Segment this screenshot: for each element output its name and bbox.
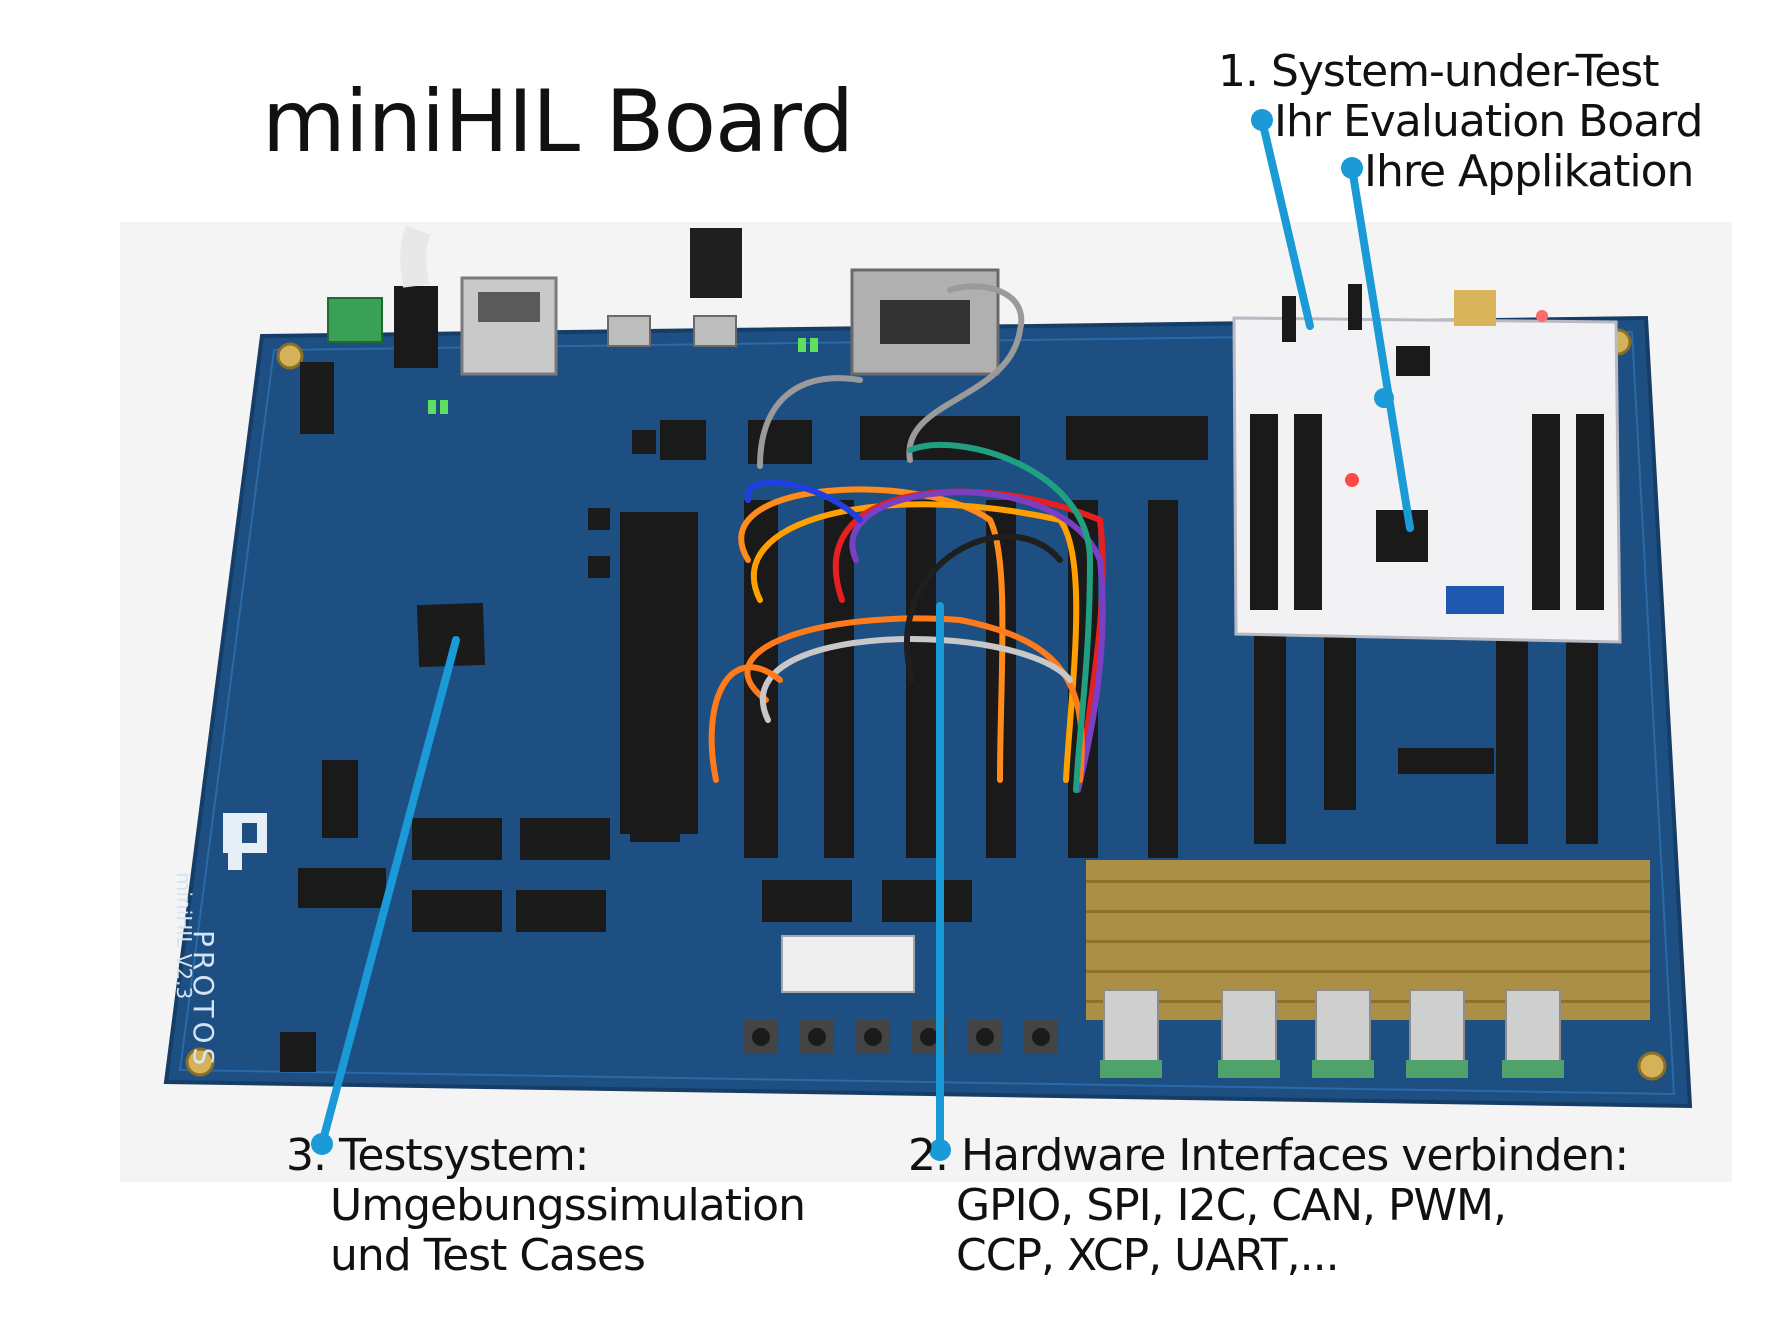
callout-interfaces-line1: 2. Hardware Interfaces verbinden: — [908, 1130, 1629, 1181]
page-title: miniHIL Board — [262, 72, 854, 172]
callout-testsystem-line3: und Test Cases — [330, 1230, 646, 1281]
callout-interfaces-line3: CCP, XCP, UART,... — [956, 1230, 1340, 1281]
callout-interfaces-line2: GPIO, SPI, I2C, CAN, PWM, — [956, 1180, 1507, 1231]
callout-sut-line3: Ihre Applikation — [1364, 146, 1694, 197]
protos-logo — [223, 813, 267, 870]
callout-sut-line2: Ihr Evaluation Board — [1274, 96, 1703, 147]
callout-testsystem-line1: 3. Testsystem: — [286, 1130, 590, 1181]
callout-testsystem-line2: Umgebungssimulation — [330, 1180, 806, 1231]
board-model: miniHIL V2.3 — [172, 872, 196, 1000]
callout-sut-line1: 1. System-under-Test — [1218, 46, 1659, 97]
